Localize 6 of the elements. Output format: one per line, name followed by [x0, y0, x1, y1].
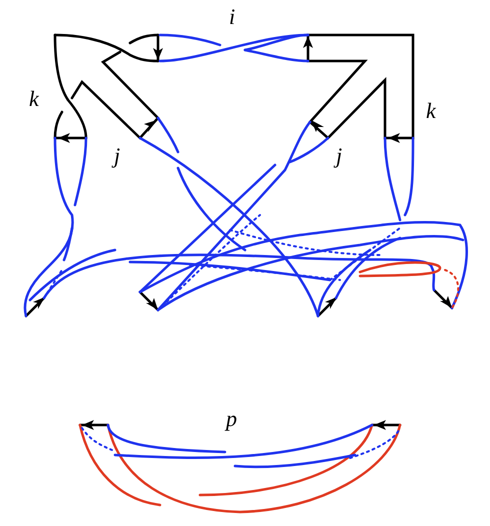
variable-label: i	[229, 6, 236, 28]
variable-label: j	[114, 145, 120, 167]
variable-label: j	[336, 145, 342, 167]
variable-label: k	[29, 88, 39, 110]
variable-label: p	[226, 408, 237, 430]
variable-label: k	[426, 100, 436, 122]
